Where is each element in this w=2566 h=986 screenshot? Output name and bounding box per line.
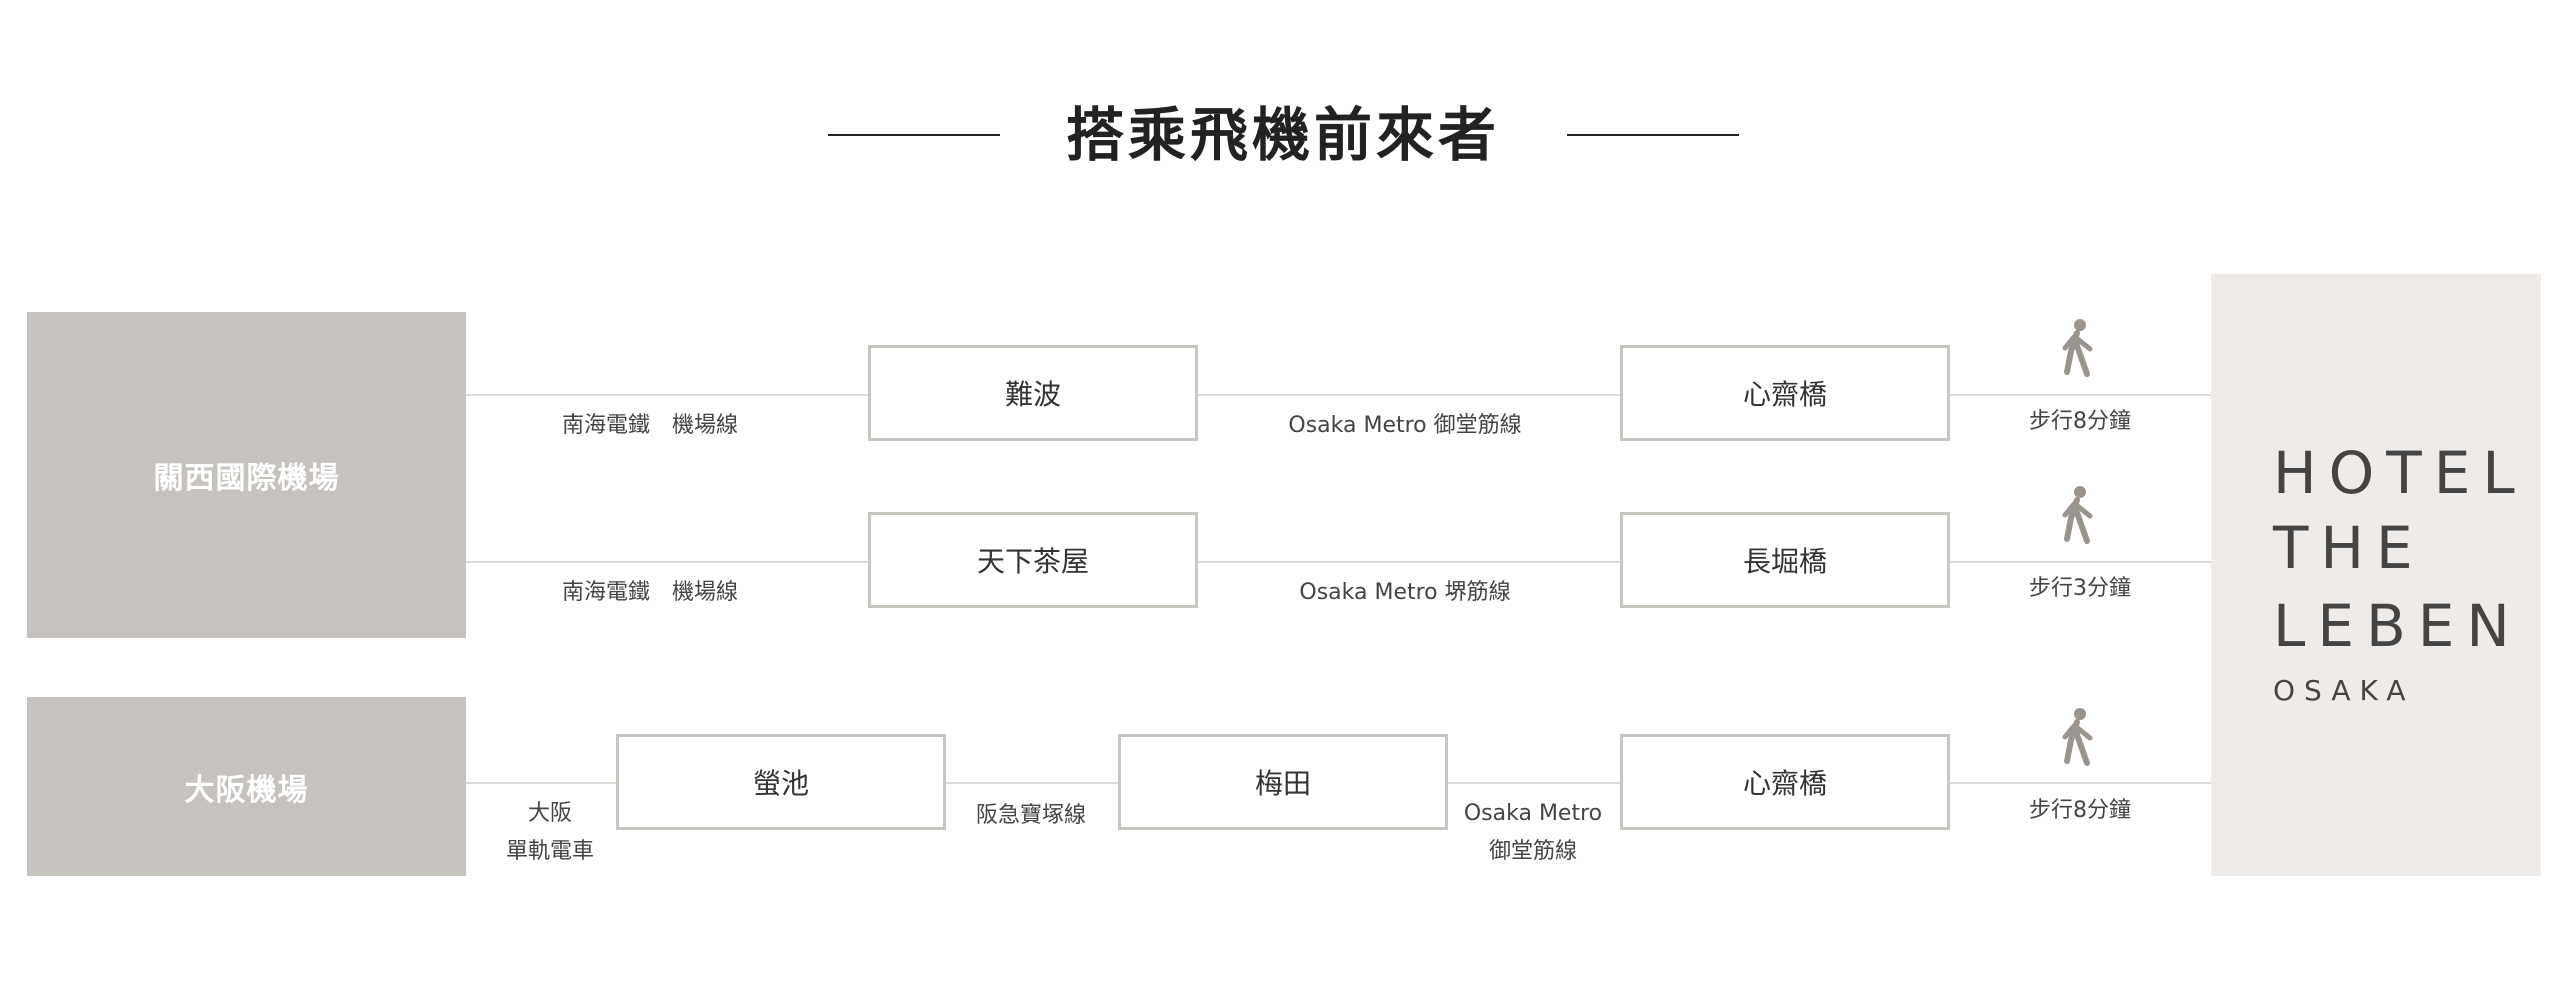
route-2-line-a: 南海電鐵 機場線 — [561, 580, 738, 605]
route-2-station-a-label: 天下茶屋 — [976, 545, 1089, 578]
walking-person-icon — [2057, 707, 2101, 767]
route-3-station-c-label: 心齋橋 — [1742, 767, 1827, 800]
route-3-line-c-line2: 御堂筋線 — [1488, 839, 1577, 864]
route-1-station-a: 難波 — [868, 345, 1198, 441]
route-2-station-b-label: 長堀橋 — [1742, 545, 1827, 578]
title-rule-left — [828, 134, 1000, 136]
hotel-logo-line-4: OSAKA — [2273, 674, 2415, 707]
origin-kansai-label: 關西國際機場 — [153, 461, 340, 496]
title-rule-right — [1567, 134, 1739, 136]
route-1-station-b: 心齋橋 — [1620, 345, 1950, 441]
walking-person-icon — [2057, 485, 2101, 545]
route-3-line-a-line2: 單軌電車 — [505, 839, 594, 864]
route-2-station-b: 長堀橋 — [1620, 512, 1950, 608]
route-1-line-b: Osaka Metro 御堂筋線 — [1288, 413, 1522, 438]
route-1-line-a: 南海電鐵 機場線 — [561, 413, 738, 438]
hotel-destination: HOTEL THE LEBEN OSAKA — [2211, 274, 2541, 876]
route-3-line-c-line1: Osaka Metro — [1463, 801, 1603, 826]
route-2-line-b: Osaka Metro 堺筋線 — [1299, 580, 1511, 605]
origin-osaka-airport: 大阪機場 — [27, 697, 466, 876]
route-3-walk-label: 步行8分鐘 — [2029, 798, 2131, 823]
page-title: 搭乘飛機前來者 — [1065, 101, 1500, 169]
origin-osaka-label: 大阪機場 — [184, 772, 309, 808]
hotel-logo-line-2: THE — [2273, 514, 2425, 582]
hotel-logo-line-1: HOTEL — [2273, 439, 2527, 507]
route-2-connector — [466, 561, 2211, 563]
route-3-station-b: 梅田 — [1118, 734, 1448, 830]
route-1-station-b-label: 心齋橋 — [1742, 378, 1827, 411]
route-1-walk-label: 步行8分鐘 — [2029, 409, 2131, 434]
route-3-line-a-line1: 大阪 — [527, 801, 572, 826]
section-header: 搭乘飛機前來者 — [0, 95, 2566, 175]
route-1-connector — [466, 394, 2211, 396]
route-2-walk-label: 步行3分鐘 — [2029, 576, 2131, 601]
route-3-station-b-label: 梅田 — [1254, 767, 1311, 800]
hotel-logo-line-3: LEBEN — [2273, 592, 2522, 660]
route-3-station-c: 心齋橋 — [1620, 734, 1950, 830]
origin-kansai-airport: 關西國際機場 — [27, 312, 466, 638]
route-1-station-a-label: 難波 — [1004, 378, 1061, 411]
route-2-station-a: 天下茶屋 — [868, 512, 1198, 608]
route-3-line-b: 阪急寶塚線 — [975, 803, 1086, 828]
walking-person-icon — [2057, 318, 2101, 378]
route-3-station-a: 螢池 — [616, 734, 946, 830]
route-3-station-a-label: 螢池 — [752, 767, 809, 800]
